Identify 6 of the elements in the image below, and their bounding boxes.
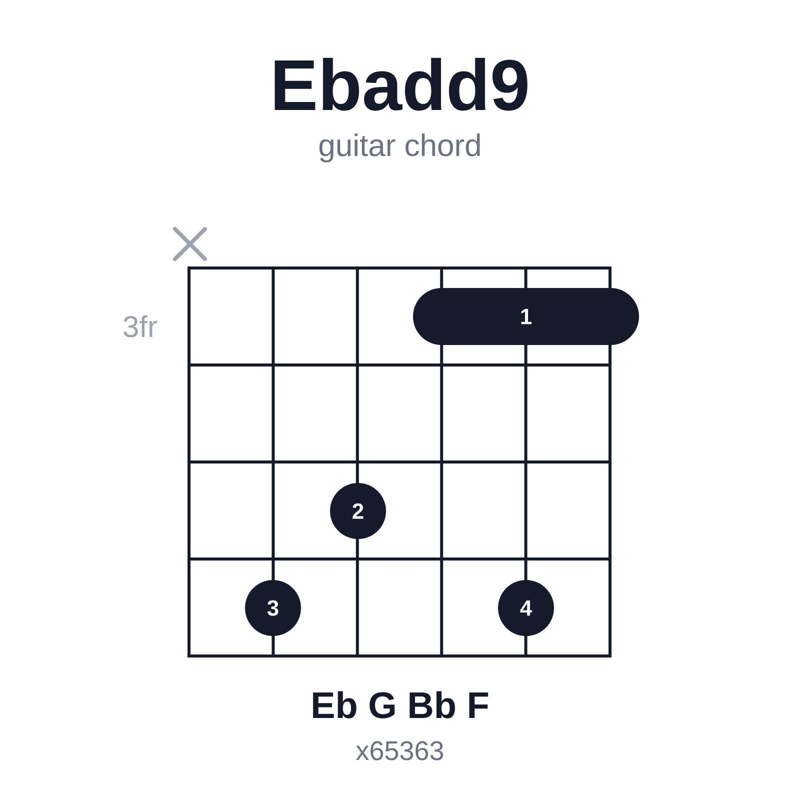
finger-barre: 1 (413, 288, 639, 345)
note-names: Eb G Bb F (313, 691, 488, 718)
subtitle: guitar chord (319, 134, 480, 162)
fret-number: 3fr (124, 315, 157, 338)
fingering-code: x65363 (356, 741, 444, 760)
chord-title: Ebadd9 (274, 58, 528, 111)
